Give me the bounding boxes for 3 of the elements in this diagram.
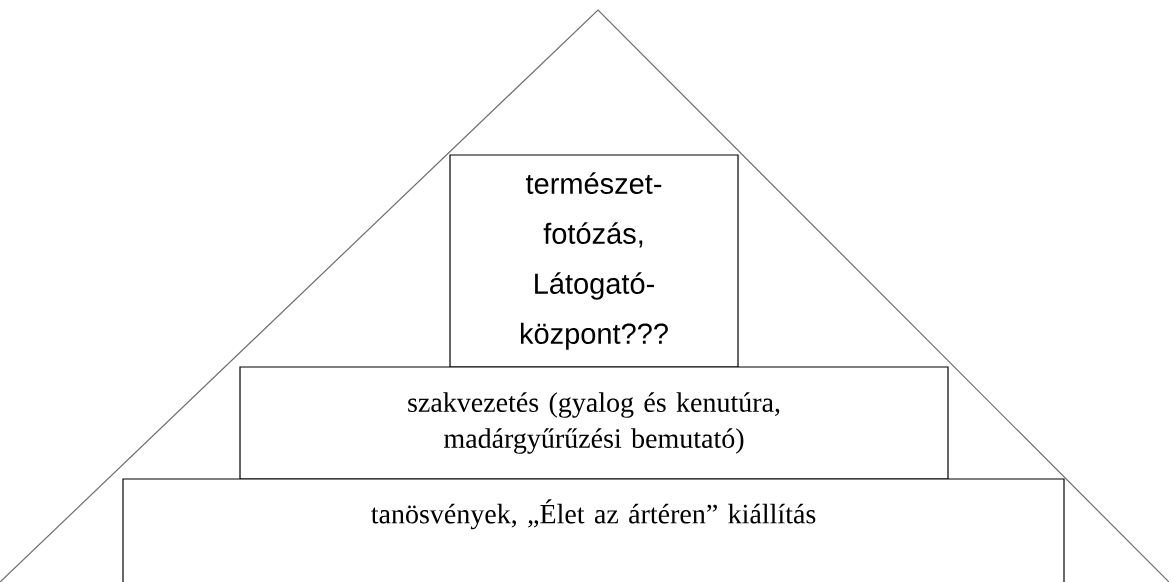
tier-box: tanösvények, „Élet az ártéren” kiállítás [122, 478, 1065, 582]
tier-box: természet- fotózás, Látogató- központ??? [449, 154, 739, 368]
tier-box: szakvezetés (gyalog és kenutúra, madárgyűrűzési bemutató) [239, 366, 949, 480]
